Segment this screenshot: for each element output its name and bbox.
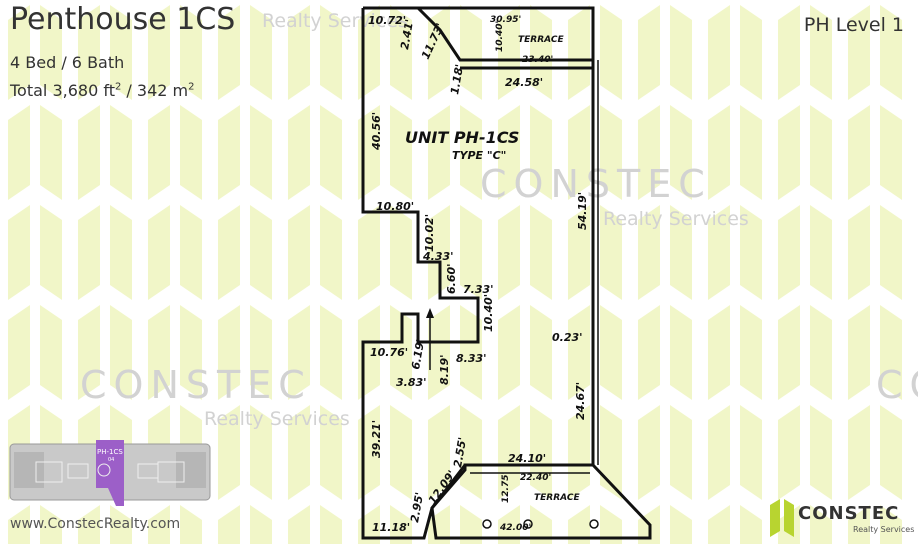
dim-4-33: 4.33' xyxy=(422,250,454,263)
dim-6-19: 6.19' xyxy=(409,338,427,370)
terrace-post xyxy=(523,519,533,529)
dim-23-40: 23.40' xyxy=(522,55,553,65)
dim-10-72: 10.72' xyxy=(368,14,406,27)
area-sqm-superscript: 2 xyxy=(188,81,195,93)
key-plan-highlight-unit xyxy=(96,440,124,506)
dim-2-55: 2.55' xyxy=(451,436,469,468)
terrace-post xyxy=(482,519,492,529)
arrow-head xyxy=(426,308,434,318)
area-sqm: / 342 m xyxy=(121,81,189,100)
terrace-label-bottom: TERRACE xyxy=(534,493,580,503)
key-plan-wing-left xyxy=(14,452,44,488)
dim-24-10: 24.10' xyxy=(508,452,546,465)
terrace-post xyxy=(589,519,599,529)
dim-2-41: 2.41' xyxy=(398,18,416,50)
dim-54-19: 54.19' xyxy=(576,192,589,230)
bottom-terrace-outline xyxy=(430,463,652,540)
logo-brand: CONSTEC xyxy=(798,503,900,524)
website-link[interactable]: www.ConstecRealty.com xyxy=(10,516,181,532)
constec-logo-icon xyxy=(770,499,794,537)
logo-tagline: Realty Services xyxy=(853,525,915,534)
area-sqft: Total 3,680 ft xyxy=(10,81,115,100)
unit-outline xyxy=(361,8,593,540)
dim-10-80: 10.80' xyxy=(376,200,414,213)
dim-3-83: 3.83' xyxy=(396,376,427,389)
unit-title: Penthouse 1CS xyxy=(10,2,236,37)
dim-7-33: 7.33' xyxy=(463,283,494,296)
watermark-brand: CONSTEC xyxy=(80,363,312,407)
dim-6-60: 6.60' xyxy=(445,263,458,294)
floor-level: PH Level 1 xyxy=(803,14,904,36)
key-plan-wing-right xyxy=(176,452,206,488)
dim-12-75: 12.75' xyxy=(501,472,511,503)
key-plan-unit-sub: 04 xyxy=(108,457,114,463)
total-area: Total 3,680 ft2 / 342 m2 xyxy=(10,81,195,100)
dim-0-23: 0.23' xyxy=(552,331,583,344)
unit-name: UNIT PH-1CS xyxy=(405,128,519,147)
dim-11-73: 11.73' xyxy=(419,21,447,61)
terrace-label-top: TERRACE xyxy=(518,35,564,45)
dim-10-76: 10.76' xyxy=(370,346,408,359)
dim-10-40-mid: 10.40' xyxy=(482,294,495,332)
dim-8-33: 8.33' xyxy=(456,352,487,365)
dim-24-67: 24.67' xyxy=(574,382,587,420)
bed-bath-info: 4 Bed / 6 Bath xyxy=(10,53,125,72)
watermark-tagline: Realty Services xyxy=(262,10,408,32)
dim-8-19: 8.19' xyxy=(438,354,451,385)
dim-39-21: 39.21' xyxy=(370,420,383,458)
dim-22-40: 22.40' xyxy=(520,473,551,483)
dim-10-02: 10.02' xyxy=(423,214,436,252)
watermark-tagline: Realty Services xyxy=(204,408,350,430)
key-plan: PH-1CS 04 xyxy=(9,440,211,506)
key-plan-unit-label: PH-1CS xyxy=(97,448,123,456)
key-plan-room xyxy=(35,461,63,483)
dim-10-40-top: 10.40' xyxy=(495,21,505,52)
dim-40-56: 40.56' xyxy=(370,112,383,151)
key-plan-core xyxy=(97,463,111,477)
watermark-tagline: Realty Services xyxy=(603,208,749,230)
key-plan-room xyxy=(157,461,185,483)
area-sqft-superscript: 2 xyxy=(114,81,122,93)
dim-12-09: 12.09' xyxy=(426,468,459,507)
dim-11-18: 11.18' xyxy=(372,521,410,534)
dim-2-95: 2.95' xyxy=(408,491,426,523)
dim-24-58: 24.58' xyxy=(505,76,543,89)
dim-30-95: 30.95' xyxy=(490,15,521,25)
unit-type: TYPE "C" xyxy=(452,149,506,162)
dim-1-18: 1.18' xyxy=(448,63,466,95)
dim-42-00: 42.00' xyxy=(499,523,531,533)
watermark-brand: CONSTEC xyxy=(876,363,918,407)
key-plan-room xyxy=(67,463,89,479)
